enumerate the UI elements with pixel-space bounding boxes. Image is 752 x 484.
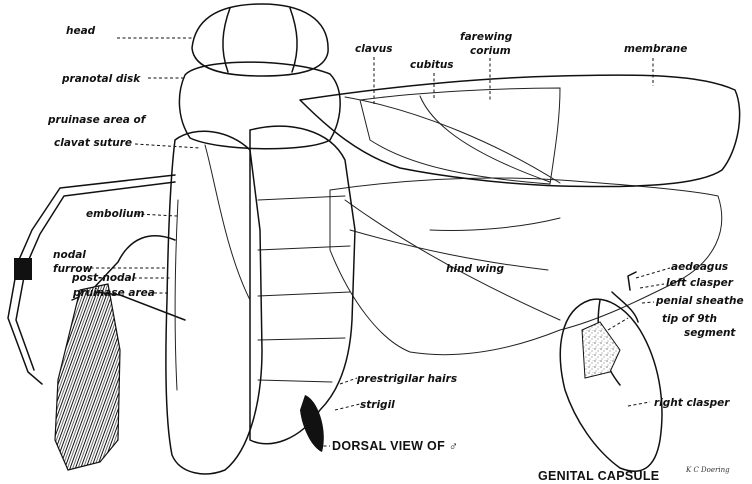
label-embolium: embolium (86, 208, 144, 220)
cubitus-vein (420, 96, 550, 182)
label-strigil: strigil (360, 399, 395, 411)
aedeagus-shape (628, 272, 636, 290)
hindleg-tibia-hairs (55, 284, 120, 470)
hind-wing-vein (345, 200, 560, 320)
label-hind-wing: hind wing (446, 263, 504, 275)
caption-genital-capsule: GENITAL CAPSULE (538, 469, 659, 483)
leader-left-clasper (640, 284, 664, 288)
leader-pruinose-area (135, 144, 200, 148)
label-post-nodal-line1: post-nodal (71, 272, 136, 284)
label-forewing: farewing (460, 31, 513, 43)
ninth-segment-tip (582, 322, 620, 378)
abdomen-segment (258, 292, 350, 296)
label-prestrigilar-hairs: prestrigilar hairs (356, 373, 457, 385)
abdomen-segment (258, 246, 350, 250)
leader-strigil (335, 404, 360, 410)
claval-suture (205, 145, 250, 300)
abdomen (250, 126, 355, 444)
label-tip-9th-line1: tip of 9th (662, 313, 717, 325)
leader-right-clasper (628, 402, 650, 406)
clavus-suture (345, 97, 560, 183)
label-cubitus: cubitus (410, 59, 454, 71)
strigil (300, 395, 324, 452)
label-clavus: clavus (355, 43, 392, 55)
abdomen-segment (258, 380, 332, 382)
embolium-edge (175, 200, 178, 390)
leader-prestrigilar-hairs (340, 378, 357, 384)
label-post-nodal-line2: pruinase area (72, 287, 155, 299)
label-head: head (66, 25, 96, 37)
label-penial-sheathe: penial sheathe (655, 295, 744, 307)
abdomen-segment (258, 196, 345, 200)
artist-signature: K C Doering (685, 466, 730, 474)
leader-penial-sheathe (642, 302, 654, 303)
label-pronotal-disk: pranotal disk (61, 73, 141, 85)
hind-wing-vein (430, 218, 560, 231)
label-aedeagus: aedeagus (671, 261, 728, 273)
label-corium: corium (470, 45, 511, 57)
label-left-clasper: left clasper (666, 277, 734, 289)
genital-capsule (560, 299, 662, 471)
abdomen-segment (258, 338, 345, 340)
label-pruinose-area-line1: pruinase area of (47, 114, 147, 126)
head-eye-line (290, 8, 297, 72)
pronotal-disk (179, 62, 340, 149)
label-tip-9th-line2: segment (684, 327, 736, 339)
label-nodal-furrow-line1: nodal (53, 249, 86, 261)
leg-joint-dark (14, 258, 32, 280)
forewing (300, 75, 740, 186)
hind-wing (330, 178, 722, 355)
caption-dorsal-view: DORSAL VIEW OF ♂ (332, 439, 458, 453)
label-pruinose-area-line2: clavat suture (54, 137, 132, 149)
leader-aedeagus (636, 268, 670, 278)
label-right-clasper: right clasper (654, 397, 730, 409)
corium-region (360, 88, 560, 184)
label-membrane: membrane (624, 43, 687, 55)
leader-tip-9th (608, 318, 628, 330)
